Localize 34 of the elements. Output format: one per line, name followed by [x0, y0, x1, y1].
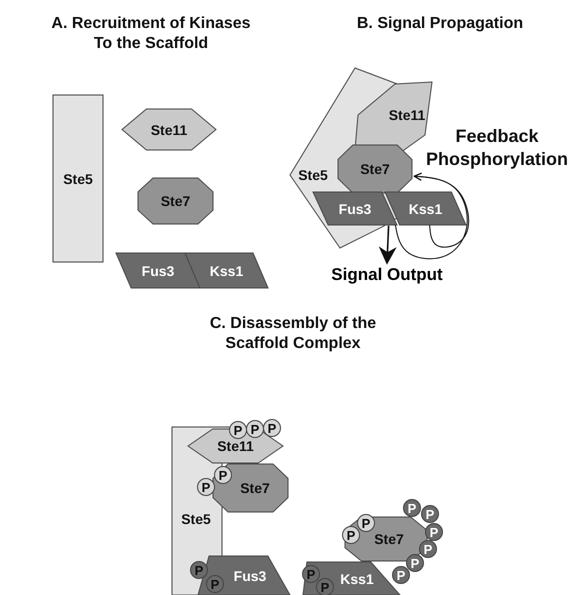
protein-label: Ste11: [150, 122, 188, 136]
protein-label: Ste7: [374, 532, 404, 546]
protein-label: Ste7: [240, 481, 270, 495]
panel-title: B. Signal Propagation: [356, 14, 524, 34]
phosphate-circle: P: [419, 540, 437, 558]
protein-label: Ste11: [217, 439, 254, 453]
phosphate-circle: P: [406, 554, 424, 572]
protein-label: Ste5: [181, 512, 211, 526]
phosphate-circle: P: [229, 421, 247, 439]
phosphate-circle: P: [246, 420, 264, 438]
protein-label: Ste7: [160, 194, 190, 208]
output-label: Signal Output: [322, 264, 452, 286]
phosphate-circle: P: [403, 499, 421, 517]
phosphate-circle: P: [425, 523, 443, 541]
protein-label: Fus3: [234, 568, 266, 582]
protein-label: Ste7: [360, 162, 390, 176]
panel-title: A. Recruitment of Kinases To the Scaffold: [50, 14, 252, 54]
protein-label: Kss1: [210, 264, 244, 278]
feedback-arrow: [414, 172, 470, 248]
protein-label: Ste11: [388, 108, 426, 122]
protein-label: Fus3: [142, 264, 174, 278]
protein-label: Fus3: [338, 202, 372, 216]
protein-label: Ste5: [298, 168, 328, 182]
output-arrow: [378, 226, 397, 265]
phosphate-circle: P: [263, 419, 281, 437]
protein-label: Ste5: [63, 172, 93, 186]
panel-title: C. Disassembly of the Scaffold Complex: [208, 314, 378, 354]
phosphate-circle: P: [421, 505, 439, 523]
phosphate-circle: P: [357, 514, 375, 532]
phosphate-circle: P: [342, 526, 360, 544]
phosphate-circle: P: [392, 566, 410, 584]
annotation-label: Feedback Phosphorylation: [424, 125, 569, 171]
protein-label: Kss1: [408, 202, 442, 216]
protein-label: Kss1: [340, 572, 374, 586]
